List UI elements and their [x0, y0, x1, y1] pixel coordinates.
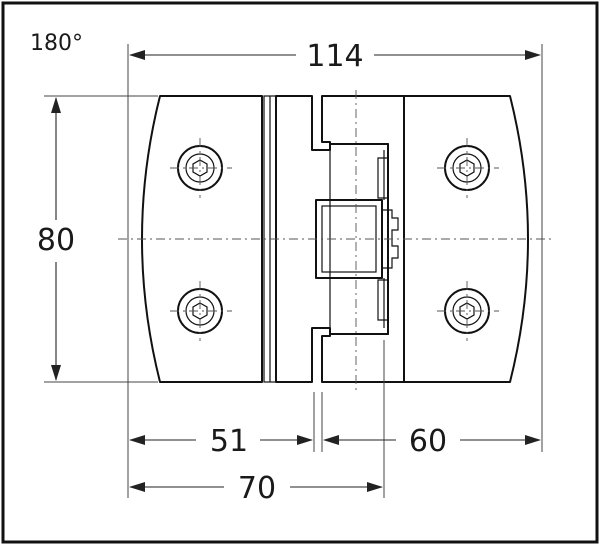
dimension-height: 80: [37, 97, 75, 381]
extension-lines: [44, 44, 543, 498]
cam-teeth: [382, 209, 399, 269]
height-label: 80: [37, 223, 75, 258]
right-leaf: [403, 95, 529, 383]
dimension-overall-width: 114: [129, 39, 541, 74]
opening-angle-label: 180°: [30, 31, 83, 56]
dimension-right-leaf: 60: [323, 424, 541, 459]
overall-width-label: 114: [306, 39, 363, 74]
left-leaf-width-label: 51: [210, 424, 248, 459]
right-leaf-width-label: 60: [409, 424, 447, 459]
left-span-label: 70: [238, 471, 276, 506]
dimension-left-leaf: 51: [129, 424, 313, 459]
dimension-left-span: 70: [129, 471, 383, 506]
left-leaf: [141, 95, 263, 383]
center-lines: [118, 90, 552, 390]
